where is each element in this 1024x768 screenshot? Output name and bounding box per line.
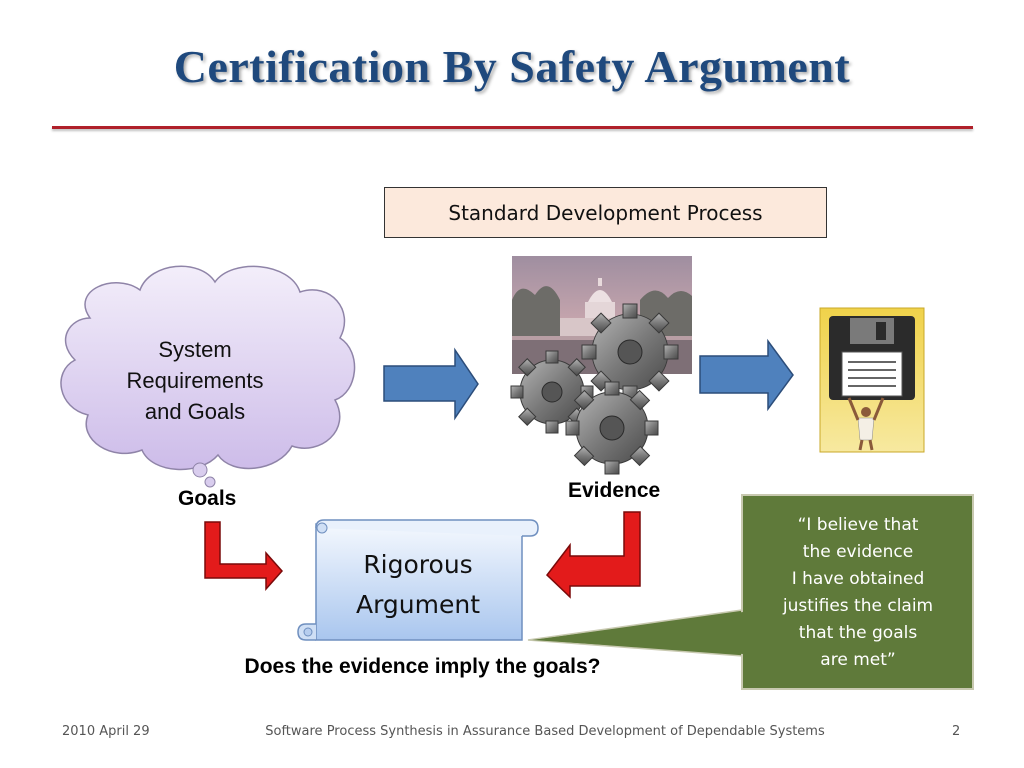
floppy-disk-icon [819, 307, 925, 453]
cloud-text: System Requirements and Goals [95, 334, 295, 427]
quote-line-4: justifies the claim [782, 596, 934, 616]
requirements-cloud [60, 265, 356, 488]
cloud-line-1: System [158, 337, 232, 362]
argument-scroll [297, 519, 539, 641]
red-arrow-evidence [545, 511, 641, 599]
slide-title: Certification By Safety Argument [173, 41, 851, 92]
quote-text: “I believe that the evidence I have obta… [744, 512, 972, 674]
quote-line-2: the evidence [802, 542, 914, 562]
evidence-label: Evidence [568, 479, 661, 502]
scroll-line-2: Argument [355, 590, 481, 619]
gears-icon [510, 303, 679, 475]
cloud-line-2: Requirements [126, 368, 264, 393]
scroll-line-1: Rigorous [363, 550, 473, 579]
quote-line-1: “I believe that [797, 515, 919, 535]
footer-title: Software Process Synthesis in Assurance … [265, 724, 825, 739]
title-underline [52, 126, 973, 129]
process-box: Standard Development Process [384, 187, 827, 238]
footer-page-number: 2 [952, 724, 961, 739]
quote-line-5: that the goals [798, 623, 918, 643]
cloud-line-3: and Goals [144, 399, 246, 424]
quote-line-6: are met” [820, 650, 896, 670]
question-text: Does the evidence imply the goals? [244, 655, 601, 678]
footer-date: 2010 April 29 [62, 724, 150, 739]
quote-line-3: I have obtained [791, 569, 925, 589]
blue-arrow-left [383, 347, 479, 421]
process-label: Standard Development Process [448, 200, 763, 225]
goals-label: Goals [178, 487, 237, 510]
red-arrow-goals [204, 521, 284, 591]
scroll-text: Rigorous Argument [318, 545, 518, 625]
quote-callout [527, 494, 974, 690]
blue-arrow-right [699, 338, 794, 412]
